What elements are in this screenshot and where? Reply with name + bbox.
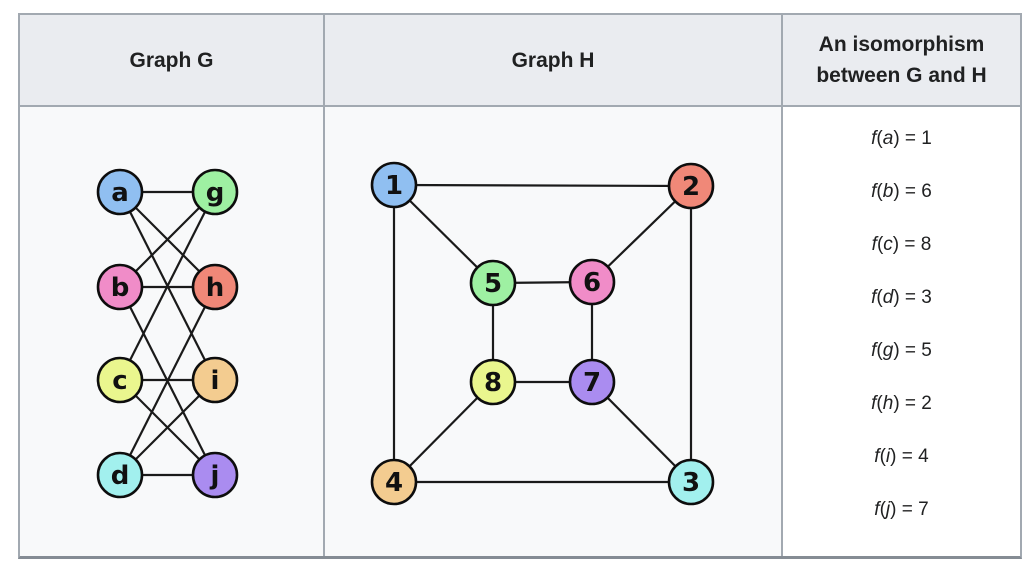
graph-g-node-a — [96, 168, 144, 216]
isomorphism-mapping-d: f(d) = 3 — [871, 286, 932, 308]
graph-h-node-label-4: 4 — [385, 468, 403, 498]
graph-h-edge-4-8 — [393, 381, 494, 483]
graph-h-diagram: 1 2 5 6 8 7 4 3 — [370, 161, 715, 506]
graph-g-cell: a g b h c i d j — [20, 107, 323, 556]
graph-g-node-label-c: c — [112, 366, 127, 396]
graph-h-node-3 — [667, 458, 715, 506]
graph-h-node-7 — [568, 358, 616, 406]
graph-g-node-d — [96, 451, 144, 499]
isomorphism-list: f(a) = 1 f(b) = 6 f(c) = 8 f(d) = 3 f(g) = 5… — [781, 107, 1020, 556]
graph-h-node-label-2: 2 — [682, 172, 700, 202]
graph-g-node-i — [191, 356, 239, 404]
header-graph-g: Graph G — [20, 15, 323, 107]
isomorphism-table: Graph G Graph H An isomorphism between G… — [18, 13, 1022, 559]
graph-h-node-5 — [469, 259, 517, 307]
graph-g-node-label-d: d — [111, 461, 130, 491]
graph-g-node-label-g: g — [206, 178, 225, 208]
header-graph-h-label: Graph H — [511, 48, 595, 72]
isomorphism-mapping-j: f(j) = 7 — [874, 498, 929, 520]
isomorphism-mapping-b: f(b) = 6 — [871, 180, 932, 202]
graph-h-node-label-3: 3 — [682, 468, 700, 498]
graph-g-node-label-i: i — [211, 366, 220, 396]
graph-g-edge-d-h — [119, 286, 216, 476]
graph-g-node-g — [191, 168, 239, 216]
graph-h-node-8 — [469, 358, 517, 406]
graph-h-node-1 — [370, 161, 418, 209]
isomorphism-mapping-c: f(c) = 8 — [871, 233, 932, 255]
isomorphism-mapping-i: f(i) = 4 — [874, 445, 929, 467]
graph-h-node-label-1: 1 — [385, 171, 403, 201]
graph-g-node-label-b: b — [111, 273, 130, 303]
isomorphism-mapping-a: f(a) = 1 — [871, 127, 932, 149]
header-isomorphism-label: An isomorphism between G and H — [816, 33, 987, 87]
graph-g-edge-c-g — [119, 191, 216, 381]
graph-h-node-label-5: 5 — [484, 269, 502, 299]
graph-g-node-label-a: a — [111, 178, 129, 208]
graph-h-node-label-6: 6 — [583, 268, 601, 298]
graph-g-node-b — [96, 263, 144, 311]
graph-g-node-j — [191, 451, 239, 499]
graph-h-cell: 1 2 5 6 8 7 4 3 — [323, 107, 781, 556]
graph-h-node-label-8: 8 — [484, 368, 502, 398]
graph-g-node-c — [96, 356, 144, 404]
graph-h-node-4 — [370, 458, 418, 506]
header-graph-h: Graph H — [323, 15, 781, 107]
isomorphism-mapping-h: f(h) = 2 — [871, 392, 932, 414]
header-graph-g-label: Graph G — [129, 48, 214, 72]
graph-h-node-2 — [667, 162, 715, 210]
isomorphism-mapping-g: f(g) = 5 — [871, 339, 932, 361]
header-isomorphism: An isomorphism between G and H — [781, 15, 1020, 107]
graph-h-edge-1-2 — [393, 183, 692, 188]
graph-h-edge-3-7 — [591, 381, 692, 483]
graph-g-node-label-j: j — [210, 461, 220, 491]
graph-h-node-6 — [568, 258, 616, 306]
graph-g-diagram: a g b h c i d j — [96, 168, 239, 499]
graph-g-node-h — [191, 263, 239, 311]
graph-g-node-label-h: h — [206, 273, 225, 303]
graph-h-node-label-7: 7 — [583, 368, 601, 398]
